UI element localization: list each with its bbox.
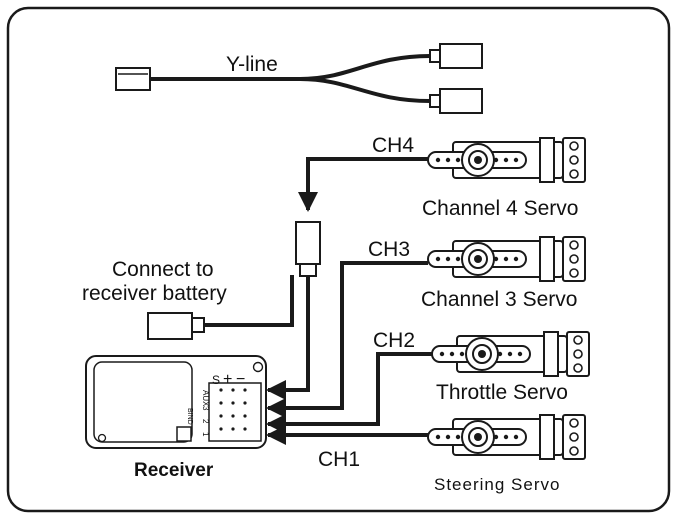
receiver-bind-label: BIND [186, 408, 193, 425]
receiver-led-icon [252, 361, 264, 373]
ch2-servo-label: Throttle Servo [436, 381, 568, 404]
y-line-cable [115, 43, 483, 114]
ch4-y-connector [295, 221, 321, 277]
ch3-servo-label: Channel 3 Servo [421, 288, 577, 311]
receiver-ch1-label: 1 [201, 432, 210, 437]
receiver-label: Receiver [134, 460, 214, 481]
y-line-label: Y-line [226, 53, 278, 76]
ch4-wiring [204, 157, 430, 400]
ch1-label: CH1 [318, 448, 360, 471]
receiver-unit [85, 355, 267, 449]
ch2-label: CH2 [373, 329, 415, 352]
receiver-header-s: S [212, 373, 220, 387]
receiver-header-minus: − [236, 371, 245, 388]
receiver-header-plus: + [223, 371, 232, 388]
receiver-ch2-label: 2 [201, 419, 210, 424]
battery-label-line1: Connect to [112, 258, 214, 281]
y-line-connector-right-bottom [439, 88, 483, 114]
ch1-servo-label: Steering Servo [434, 475, 560, 494]
ch2-wire [266, 352, 432, 434]
ch3-wire [266, 261, 428, 418]
receiver-ch3-label: 3 [201, 406, 210, 411]
battery-connector [147, 312, 205, 340]
y-line-connector-left [115, 67, 151, 91]
y-line-connector-right-top [439, 43, 483, 69]
ch3-label: CH3 [368, 238, 410, 261]
battery-label-line2: receiver battery [82, 282, 227, 305]
ch4-servo-label: Channel 4 Servo [422, 197, 578, 220]
receiver-port-block [208, 382, 262, 442]
ch4-label: CH4 [372, 134, 414, 157]
receiver-aux-label: AUX [201, 390, 210, 407]
bind-button[interactable] [176, 426, 192, 442]
